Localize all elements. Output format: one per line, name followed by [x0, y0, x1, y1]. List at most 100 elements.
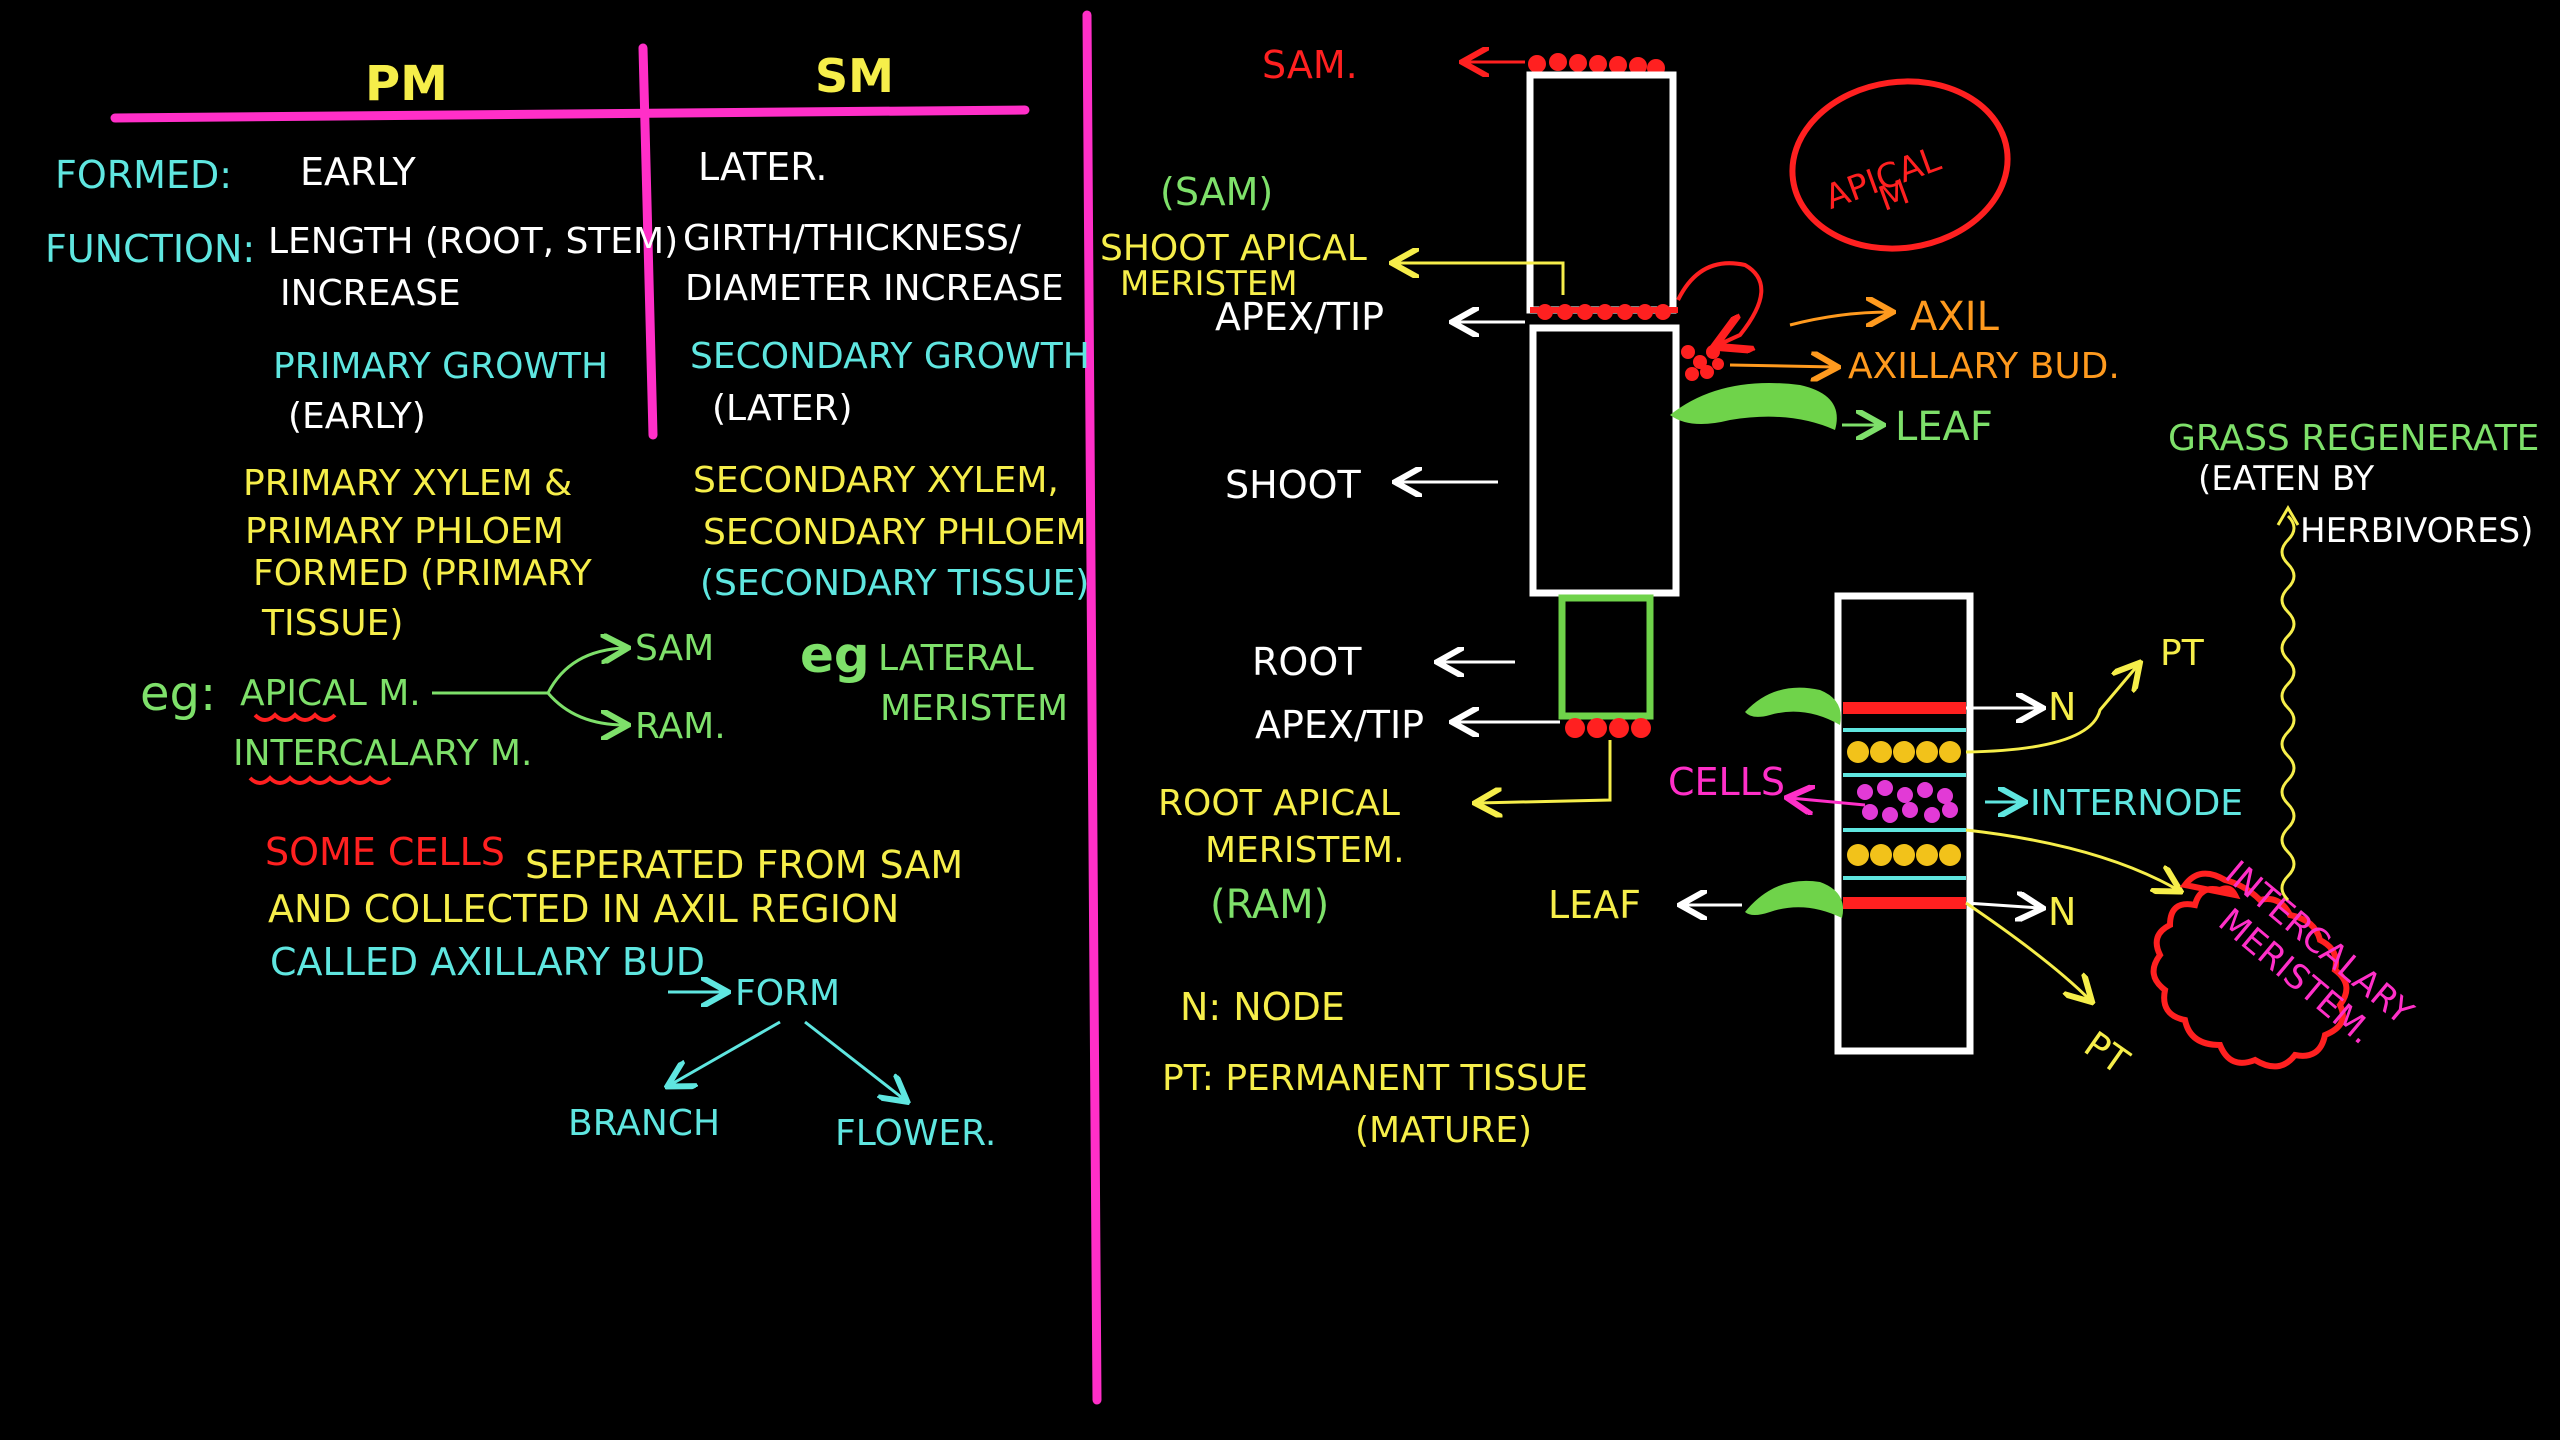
intercalary-m-underline [248, 775, 392, 785]
cells-label: CELLS [1668, 760, 1785, 804]
formed-label: FORMED: [55, 153, 232, 197]
n-node-legend: N: NODE [1180, 985, 1345, 1029]
cells-arrow [1790, 798, 1866, 805]
tissue-pm-line2: PRIMARY PHLOEM [245, 511, 564, 552]
apical-branch-to-sam [546, 648, 625, 694]
lower-leaf-label: LEAF [1548, 883, 1641, 927]
sam-paren-label: (SAM) [1160, 170, 1273, 214]
grass-line3: HERBIVORES) [2300, 511, 2533, 551]
tissue-pm-line4: TISSUE) [261, 603, 403, 644]
internode-label: INTERNODE [2030, 783, 2243, 824]
axillary-bud-arrow [1729, 365, 1835, 367]
shoot-node-cells [1537, 304, 1671, 320]
lateral-line1: LATERAL [878, 638, 1034, 679]
root-tip-cells [1565, 718, 1651, 738]
note-line2: AND COLLECTED IN AXIL REGION [268, 887, 899, 931]
note-line3: CALLED AXILLARY BUD [270, 940, 705, 984]
upper-pt-arrow [1965, 665, 2138, 754]
growth-sm-line2: (LATER) [712, 388, 853, 429]
lateral-line2: MERISTEM [880, 688, 1068, 729]
axil-arrow [1789, 312, 1890, 325]
eg-pm-label: eg: [140, 666, 216, 722]
shoot-label: SHOOT [1225, 463, 1362, 507]
note-form-text: FORM [735, 973, 840, 1014]
ram-paren-label: (RAM) [1210, 882, 1329, 928]
flower-text: FLOWER. [835, 1113, 996, 1154]
tissue-pm-line3: FORMED (PRIMARY [253, 553, 593, 594]
lower-pt-label: PT [2076, 1024, 2136, 1083]
lower-gold-cells [1847, 844, 1961, 866]
root-box [1558, 594, 1654, 720]
pm-header: PM [365, 56, 448, 112]
root-label: ROOT [1252, 640, 1362, 684]
sam-top-cells [1528, 53, 1665, 77]
tissue-sm-line2: SECONDARY PHLOEM [703, 512, 1087, 553]
grass-stem-box [1834, 592, 1974, 1055]
apical-m-underline [253, 712, 337, 722]
shoot-apical-line2: MERISTEM [1120, 264, 1298, 304]
eg-sm-label: eg [800, 626, 870, 684]
upper-pt-label: PT [2160, 633, 2205, 674]
intercalary-cloud-outline [2150, 870, 2350, 1070]
apex-tip-shoot-label: APEX/TIP [1215, 295, 1384, 339]
sm-header: SM [815, 49, 894, 103]
shoot-apical-arrow [1395, 263, 1565, 295]
to-intercalary-arrow [1965, 828, 2178, 890]
apex-tip-root-label: APEX/TIP [1255, 703, 1424, 747]
upper-leaf-shape [1670, 383, 1837, 430]
function-pm-line1: LENGTH (ROOT, STEM) [268, 221, 678, 262]
axillary-bud-cells [1681, 345, 1724, 381]
lower-n-label: N [2048, 890, 2076, 934]
function-label: FUNCTION: [45, 227, 255, 271]
sam-top-label: SAM. [1262, 43, 1358, 87]
form-to-flower-arrow [804, 1020, 905, 1100]
center-divider-line [1082, 10, 1102, 1405]
table-horizontal-line [110, 105, 1030, 123]
tissue-sm-line1: SECONDARY XYLEM, [693, 460, 1059, 501]
note-red-text: SOME CELLS [265, 830, 505, 874]
apical-m-circle [1789, 78, 2011, 252]
branch-text: BRANCH [568, 1103, 720, 1144]
regenerate-wavy-arrow [2280, 514, 2296, 902]
ram-label-left: RAM. [635, 706, 726, 747]
growth-pm-line1: PRIMARY GROWTH [273, 346, 608, 387]
root-apical-line2: MERISTEM. [1205, 830, 1405, 871]
function-sm-line2: DIAMETER INCREASE [685, 268, 1064, 309]
upper-stem-leaf [1745, 687, 1841, 725]
intercalary-pink-cells [1857, 780, 1958, 823]
form-to-branch-arrow [670, 1020, 781, 1085]
tissue-sm-line3: (SECONDARY TISSUE) [700, 563, 1089, 604]
lower-pt-arrow [1965, 901, 2090, 1000]
growth-pm-line2: (EARLY) [288, 396, 426, 437]
pt-mature-legend: (MATURE) [1355, 1110, 1532, 1151]
formed-pm: EARLY [300, 150, 417, 194]
axil-label: AXIL [1910, 294, 2000, 340]
grass-line2: (EATEN BY [2198, 459, 2374, 499]
upper-leaf-label: LEAF [1895, 404, 1993, 450]
growth-sm-line1: SECONDARY GROWTH [690, 336, 1090, 377]
formed-sm: LATER. [698, 145, 827, 189]
tissue-pm-line1: PRIMARY XYLEM & [243, 463, 572, 504]
table-vertical-line [638, 43, 658, 440]
shoot-apical-line1: SHOOT APICAL [1100, 228, 1367, 269]
grass-line1: GRASS REGENERATE [2168, 418, 2539, 459]
axillary-bud-label: AXILLARY BUD. [1848, 346, 2120, 387]
function-pm-line2: INCREASE [280, 273, 461, 314]
root-apical-line1: ROOT APICAL [1158, 783, 1400, 824]
sam-to-axil-curved-arrow [1676, 261, 1764, 345]
intercalary-m-text: INTERCALARY M. [233, 733, 532, 774]
pt-legend: PT: PERMANENT TISSUE [1162, 1058, 1588, 1099]
upper-gold-cells [1847, 741, 1961, 763]
function-sm-line1: GIRTH/THICKNESS/ [683, 218, 1022, 259]
shoot-upper-box [1526, 71, 1677, 314]
root-apical-arrow [1478, 740, 1612, 803]
shoot-lower-box [1529, 324, 1680, 597]
sam-label-left: SAM [635, 628, 714, 669]
lower-n-arrow [1965, 903, 2040, 908]
regenerate-arrow-head [2276, 505, 2300, 526]
upper-n-label: N [2048, 685, 2076, 729]
lower-stem-leaf [1745, 880, 1844, 918]
apical-branch-to-ram [546, 692, 625, 725]
apical-m-text: APICAL M. [240, 673, 421, 714]
